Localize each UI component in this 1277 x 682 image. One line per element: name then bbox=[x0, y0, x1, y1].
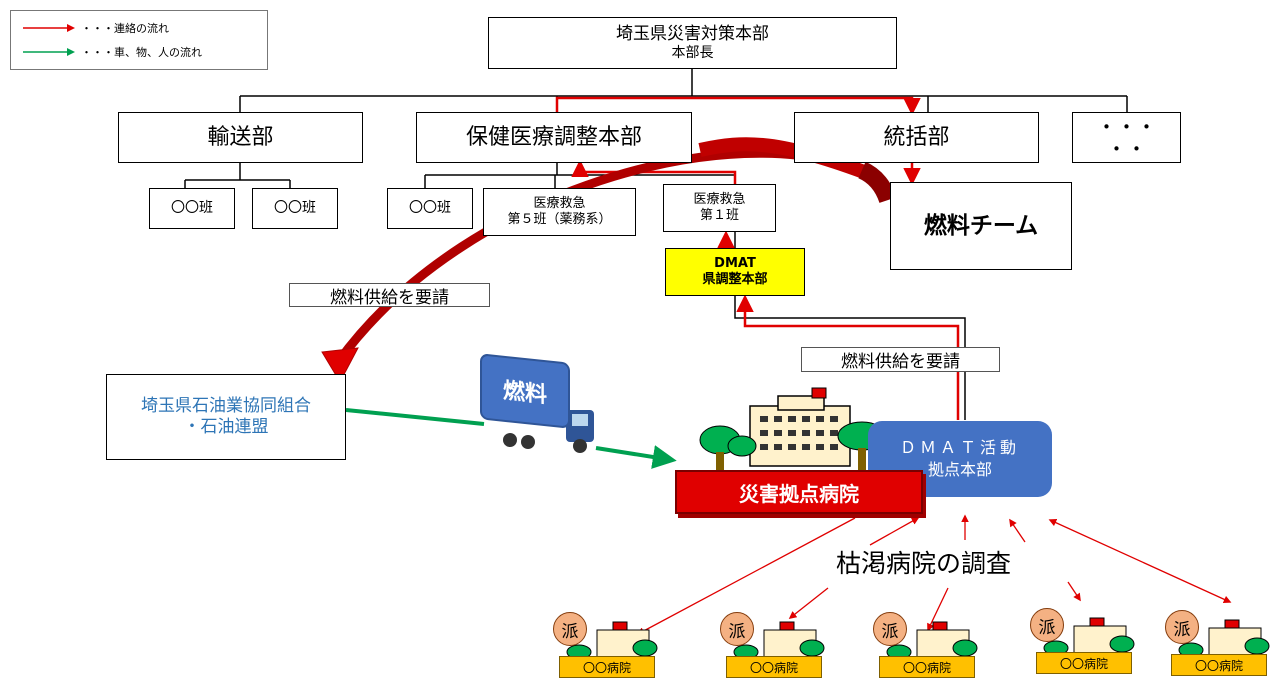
dispatch-badge: 派 bbox=[720, 612, 754, 646]
transport-section-a-label: 〇〇班 bbox=[171, 199, 213, 216]
red-arrow-icon bbox=[23, 24, 75, 32]
small-hospital: 派 〇〇病院 bbox=[1165, 610, 1275, 680]
medical-team-1-box: 医療救急 第１班 bbox=[663, 184, 776, 232]
general-dept-box: 統括部 bbox=[794, 112, 1039, 163]
org-tree-lines bbox=[184, 69, 1128, 420]
dmat-hq-line1: ＤＭＡＴ活動 bbox=[899, 437, 1020, 457]
dmat-line1: DMAT bbox=[714, 255, 756, 271]
legend: ・・・連絡の流れ ・・・車、物、人の流れ bbox=[10, 10, 268, 70]
health-section-a: 〇〇班 bbox=[387, 188, 473, 229]
petroleum-association-box: 埼玉県石油業協同組合 ・石油連盟 bbox=[106, 374, 346, 460]
small-hospital: 派 〇〇病院 bbox=[1030, 608, 1140, 678]
medical-team-5-box: 医療救急 第５班（薬務系） bbox=[483, 188, 636, 236]
small-hospital: 派 〇〇病院 bbox=[553, 612, 663, 682]
small-hospital: 派 〇〇病院 bbox=[720, 612, 830, 682]
dmat-hq-line2: 拠点本部 bbox=[927, 460, 992, 479]
fuel-request-label-left: 燃料供給を要請 bbox=[289, 283, 490, 308]
medical-team-5-line1: 医療救急 bbox=[533, 195, 586, 211]
contact-flows bbox=[555, 96, 1232, 635]
transport-section-b-label: 〇〇班 bbox=[274, 199, 316, 216]
legend-contact-text: ・・・連絡の流れ bbox=[81, 22, 169, 35]
transport-section-a: 〇〇班 bbox=[149, 188, 235, 229]
petroleum-line2: ・石油連盟 bbox=[183, 417, 269, 437]
medical-team-1-line1: 医療救急 bbox=[693, 191, 746, 207]
disaster-base-hospital: 災害拠点病院 bbox=[675, 470, 923, 514]
dmat-coordination-box: DMAT 県調整本部 bbox=[665, 248, 805, 296]
health-section-a-label: 〇〇班 bbox=[409, 199, 451, 216]
medical-team-5-line2: 第５班（薬務系） bbox=[507, 212, 612, 227]
fuel-truck-label: 燃料 bbox=[502, 378, 547, 409]
small-hospital-building-icon bbox=[886, 621, 978, 660]
health-coordination-box: 保健医療調整本部 bbox=[416, 112, 692, 163]
other-dept-label: ・・・ ・・ bbox=[1096, 114, 1157, 161]
small-hospital-label: 〇〇病院 bbox=[1036, 652, 1132, 674]
dispatch-badge: 派 bbox=[553, 612, 587, 646]
fuel-team-label: 燃料チーム bbox=[923, 212, 1039, 239]
green-arrow-icon bbox=[23, 48, 75, 56]
small-hospital-label: 〇〇病院 bbox=[1171, 654, 1267, 676]
legend-goods-text: ・・・車、物、人の流れ bbox=[81, 46, 202, 59]
dispatch-badge: 派 bbox=[873, 612, 907, 646]
medical-team-1-line2: 第１班 bbox=[699, 208, 739, 223]
dmat-activity-hq: ＤＭＡＴ活動 拠点本部 bbox=[868, 421, 1052, 497]
legend-contact-flow: ・・・連絡の流れ bbox=[23, 19, 169, 37]
dispatch-badge: 派 bbox=[1165, 610, 1199, 644]
small-hospital-label: 〇〇病院 bbox=[726, 656, 822, 678]
other-dept-box: ・・・ ・・ bbox=[1072, 112, 1181, 163]
transport-section-b: 〇〇班 bbox=[252, 188, 338, 229]
fuel-truck-cargo: 燃料 bbox=[480, 353, 570, 429]
small-hospital-building-icon bbox=[566, 621, 658, 660]
fuel-team-box: 燃料チーム bbox=[890, 182, 1072, 270]
hospital-building-icon bbox=[699, 387, 887, 470]
dmat-line2: 県調整本部 bbox=[702, 272, 768, 287]
hq-title: 埼玉県災害対策本部 bbox=[616, 23, 769, 44]
small-hospital-building-icon bbox=[733, 621, 825, 660]
small-hospital-building-icon bbox=[1043, 617, 1135, 656]
transport-dept-label: 輸送部 bbox=[207, 124, 274, 150]
transport-dept-box: 輸送部 bbox=[118, 112, 363, 163]
disaster-hq-box: 埼玉県災害対策本部 本部長 bbox=[488, 17, 897, 69]
fuel-request-label-right: 燃料供給を要請 bbox=[801, 347, 1000, 372]
goods-flow bbox=[345, 408, 677, 469]
depleted-hospital-survey-label: 枯渇病院の調査 bbox=[836, 549, 1012, 578]
small-hospital-label: 〇〇病院 bbox=[559, 656, 655, 678]
fuel-request-left-text: 燃料供給を要請 bbox=[330, 287, 449, 308]
health-coordination-label: 保健医療調整本部 bbox=[465, 124, 642, 150]
legend-goods-flow: ・・・車、物、人の流れ bbox=[23, 43, 202, 61]
small-hospital-label: 〇〇病院 bbox=[879, 656, 975, 678]
general-dept-label: 統括部 bbox=[883, 124, 950, 150]
hospital-label: 災害拠点病院 bbox=[739, 481, 859, 506]
dispatch-badge: 派 bbox=[1030, 608, 1064, 642]
fuel-request-right-text: 燃料供給を要請 bbox=[841, 352, 960, 372]
petroleum-line1: 埼玉県石油業協同組合 bbox=[141, 395, 311, 416]
truck-icon bbox=[503, 410, 594, 453]
hq-subtitle: 本部長 bbox=[671, 44, 714, 61]
small-hospital: 派 〇〇病院 bbox=[873, 612, 983, 682]
